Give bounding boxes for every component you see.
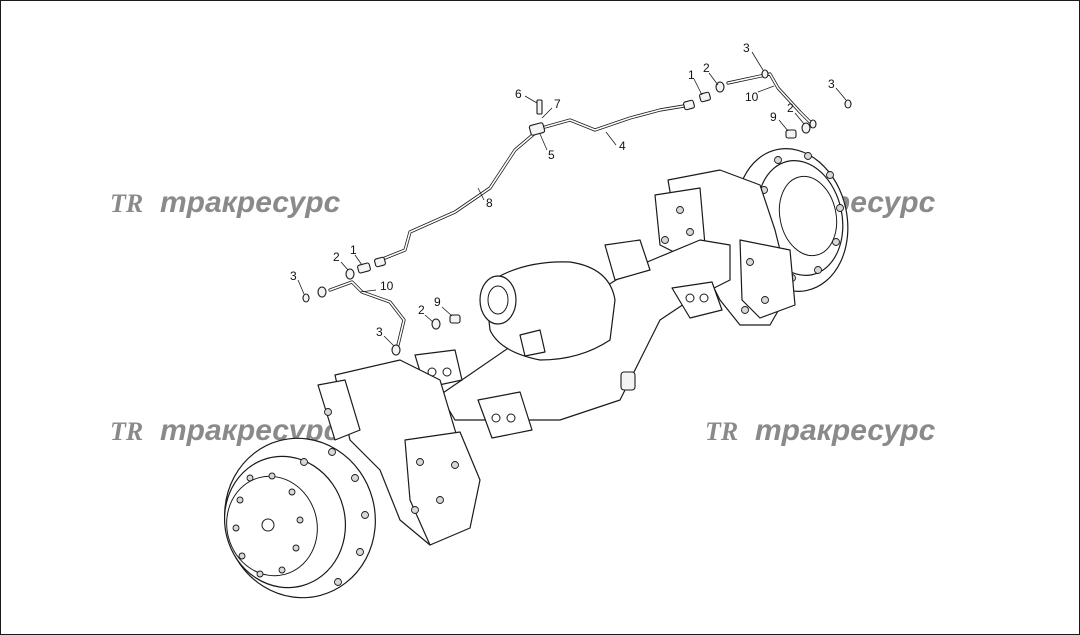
brake-tube-10-left (328, 280, 406, 347)
callout-label: 3 (743, 41, 750, 55)
callout-label: 10 (380, 279, 394, 293)
callout-label: 4 (619, 139, 626, 153)
watermark-text: тракресурс (755, 414, 936, 447)
callout-label: 2 (787, 101, 794, 115)
callout-label: 3 (290, 269, 297, 283)
watermark-logo-text: TR (110, 189, 143, 218)
watermark-top-left: TR тракресурс (110, 186, 341, 219)
axle-assembly (223, 148, 849, 599)
callout-label: 9 (434, 295, 441, 309)
callout-label: 3 (376, 325, 383, 339)
left-wheel-hub (223, 437, 376, 599)
callout-label: 3 (828, 77, 835, 91)
left-brake-housing (317, 359, 481, 546)
brake-tube-10-right (726, 72, 814, 126)
callout-label: 2 (333, 250, 340, 264)
callout-label: 1 (350, 243, 357, 257)
callout-label: 10 (745, 90, 759, 104)
watermark-bottom-right: TR тракресурс (705, 414, 936, 447)
callout-label: 7 (554, 97, 561, 111)
brake-tube-4 (543, 103, 692, 132)
watermark-text: тракресурс (160, 186, 341, 219)
axle-beam (414, 239, 731, 439)
brake-tube-8 (378, 131, 537, 262)
callout-label: 6 (515, 87, 522, 101)
watermark-logo-text: TR (110, 417, 143, 446)
callout-label: 1 (688, 68, 695, 82)
callout-label: 5 (548, 148, 555, 162)
callout-label: 8 (486, 196, 493, 210)
watermark-logo-text: TR (705, 417, 738, 446)
callouts: 1 2 3 3 3 3 2 1 10 10 2 9 9 2 6 7 5 4 (290, 41, 847, 347)
callout-label: 9 (770, 110, 777, 124)
callout-label: 2 (418, 303, 425, 317)
callout-label: 2 (703, 61, 710, 75)
